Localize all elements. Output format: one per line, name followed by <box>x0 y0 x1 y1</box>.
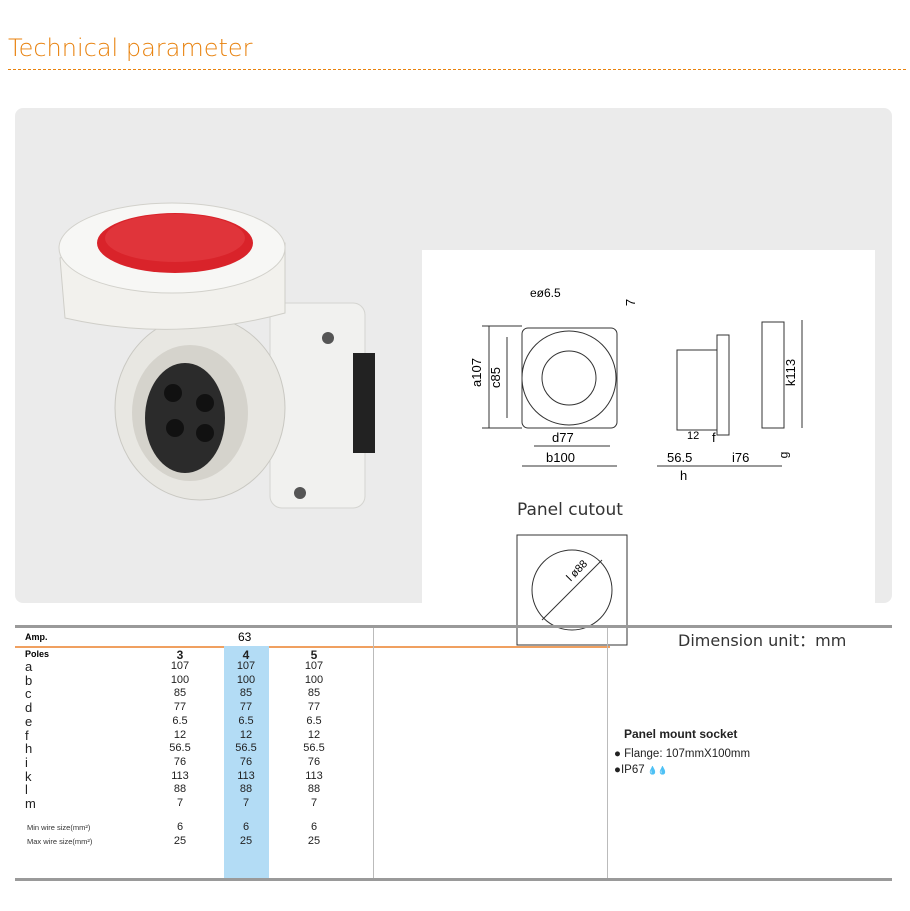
dim-i: i76 <box>732 450 750 465</box>
dim-a: a107 <box>468 358 484 387</box>
row-label: b <box>25 672 33 688</box>
dim-d: d77 <box>552 430 574 445</box>
row-label: h <box>25 741 33 757</box>
feature-ip-text: IP67 <box>620 764 645 776</box>
table-cell: 107 <box>170 660 190 672</box>
water-drops-icon: 💧💧 <box>647 766 668 775</box>
feature-ip: ●IP67 💧💧 <box>614 764 668 776</box>
table-cell: 7 <box>176 797 184 809</box>
dimension-lines <box>482 320 803 646</box>
dim-f-value: 12 <box>687 430 700 442</box>
table-bottom-rule <box>15 878 892 881</box>
row-label: c <box>25 686 32 702</box>
table-cell: 113 <box>171 769 189 782</box>
table-cell: 6 <box>176 821 184 833</box>
table-cell: 85 <box>307 687 321 700</box>
table-cell: 85 <box>173 687 187 700</box>
dim-h: h <box>680 468 688 483</box>
table-cell: 88 <box>239 783 253 796</box>
table-cell: 6.5 <box>306 714 322 727</box>
row-label: i <box>25 754 28 770</box>
amp-divider <box>15 646 610 648</box>
dim-b: b100 <box>546 450 575 465</box>
poles-label: Poles <box>25 649 50 659</box>
row-label: e <box>25 713 33 729</box>
table-cell: 100 <box>304 673 324 686</box>
table-cell: 100 <box>236 673 256 686</box>
table-cell: 100 <box>170 673 190 686</box>
amp-label: Amp. <box>25 632 48 642</box>
wire-label: Max wire size(mm²) <box>27 837 93 846</box>
table-top-rule <box>15 625 892 628</box>
table-cell: 56.5 <box>169 742 191 755</box>
table-cell: 25 <box>173 835 187 847</box>
table-cell: 6.5 <box>238 714 254 727</box>
table-cell: 76 <box>173 755 187 768</box>
table-cell: 7 <box>310 797 318 809</box>
table-cell: 113 <box>305 769 323 782</box>
table-cell: 56.5 <box>235 742 257 755</box>
table-cell: 12 <box>173 728 187 741</box>
panel-cutout-label: Panel cutout <box>517 500 623 520</box>
table-cell: 56.5 <box>303 742 325 755</box>
column-divider <box>373 628 374 878</box>
feature-flange: ● Flange: 107mmX100mm <box>614 748 751 760</box>
dim-f: f <box>712 430 716 445</box>
table-cell: 77 <box>307 701 321 714</box>
row-label: d <box>25 700 33 716</box>
table-cell: 88 <box>173 783 187 796</box>
table-cell: 85 <box>239 687 253 700</box>
table-cell: 6.5 <box>172 714 188 727</box>
title-divider <box>8 69 906 70</box>
table-cell: 113 <box>237 769 255 782</box>
dim-h-value: 56.5 <box>667 450 693 465</box>
image-panel: eø6.5 a107 c85 d77 b100 7 k113 12 f 56.5… <box>15 108 892 684</box>
highlighted-column <box>224 646 269 878</box>
table-cell: 25 <box>239 835 253 847</box>
row-label: l <box>25 782 28 798</box>
dimension-unit: Dimension unit：mm <box>678 631 847 650</box>
table-cell: 107 <box>236 660 256 672</box>
row-label: k <box>25 768 32 784</box>
row-label: a <box>25 659 33 674</box>
table-cell: 88 <box>307 783 321 796</box>
poles-5: 5 <box>310 648 318 662</box>
page-title: Technical parameter <box>8 34 253 62</box>
feature-flange-text: Flange: 107mmX100mm <box>624 748 751 760</box>
wire-label: Min wire size(mm²) <box>27 823 91 832</box>
table-cell: 6 <box>310 821 318 833</box>
dim-k: k113 <box>783 358 799 387</box>
dim-c: c85 <box>487 367 503 388</box>
table-cell: 25 <box>307 835 321 847</box>
table-cell: 6 <box>242 821 250 833</box>
table-cell: 12 <box>239 728 253 741</box>
dimension-drawing: eø6.5 a107 c85 d77 b100 7 k113 12 f 56.5… <box>422 250 875 684</box>
product-name: Panel mount socket <box>624 727 738 741</box>
table-cell: 77 <box>239 701 253 714</box>
dim-e: eø6.5 <box>530 286 561 300</box>
poles-4: 4 <box>242 648 250 662</box>
table-cell: 77 <box>173 701 187 714</box>
table-cell: 76 <box>307 755 321 768</box>
amp-value: 63 <box>238 630 252 644</box>
row-label: f <box>25 727 29 743</box>
dim-g: g <box>776 451 791 459</box>
table-cell: 107 <box>304 660 324 672</box>
dim-m: 7 <box>623 298 639 307</box>
poles-3: 3 <box>176 648 184 662</box>
table-cell: 7 <box>242 797 250 809</box>
table-cell: 12 <box>307 728 321 741</box>
row-label: m <box>25 796 36 811</box>
product-photo <box>58 202 375 509</box>
column-divider <box>607 628 608 878</box>
table-cell: 76 <box>239 755 253 768</box>
